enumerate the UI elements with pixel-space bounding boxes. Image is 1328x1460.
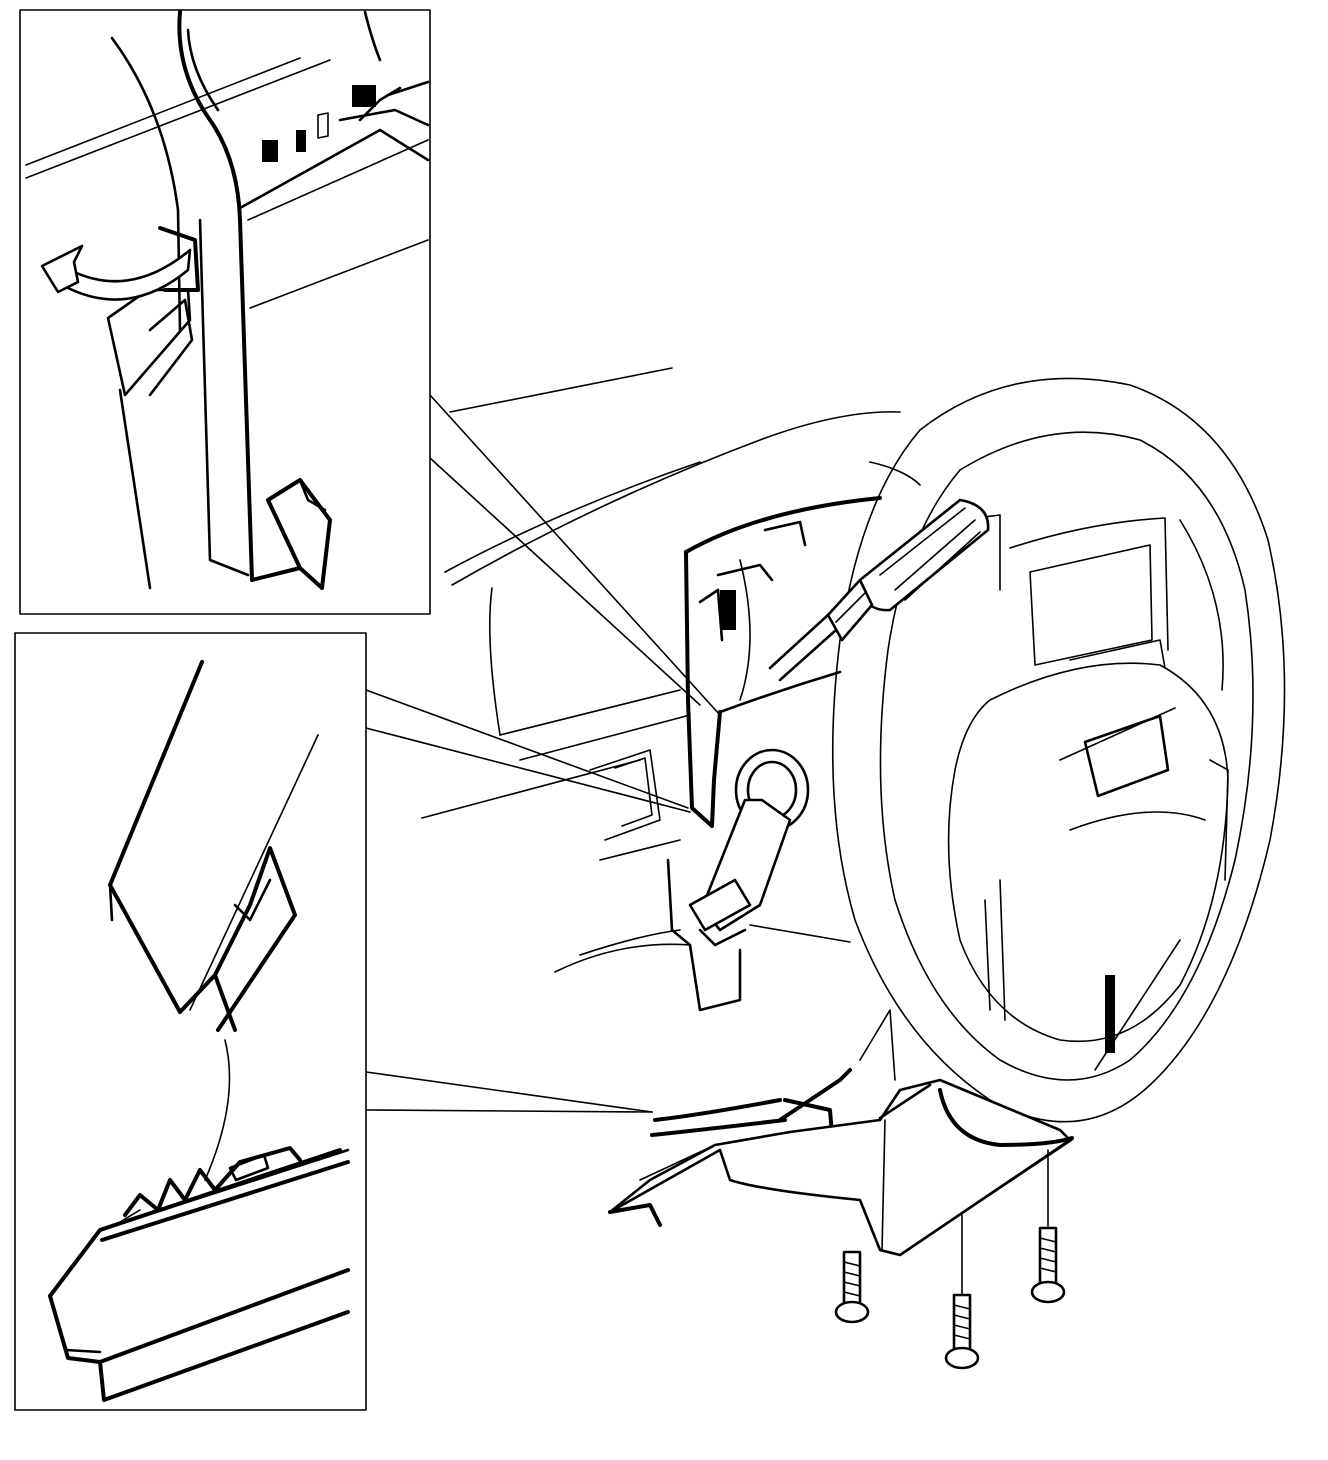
main-view <box>421 367 1286 1370</box>
steering-wheel <box>831 377 1286 1123</box>
instrument-vents <box>959 514 1224 691</box>
curved-arrow-icon <box>40 244 192 301</box>
upper-column-cover <box>684 496 882 828</box>
inset-top-clip-release <box>19 9 431 615</box>
inset-leader-lines <box>365 394 721 1113</box>
lower-column-cover <box>608 1009 1074 1257</box>
screw-icon <box>1030 1149 1066 1304</box>
column-stalk <box>666 798 851 1012</box>
dashboard-outline <box>421 367 921 973</box>
inset-bottom-clip-detail <box>14 632 367 1411</box>
left-vent <box>589 749 661 841</box>
screw-icon <box>944 1214 980 1370</box>
screw-icon <box>834 1250 870 1324</box>
screwdriver-icon <box>768 498 990 682</box>
